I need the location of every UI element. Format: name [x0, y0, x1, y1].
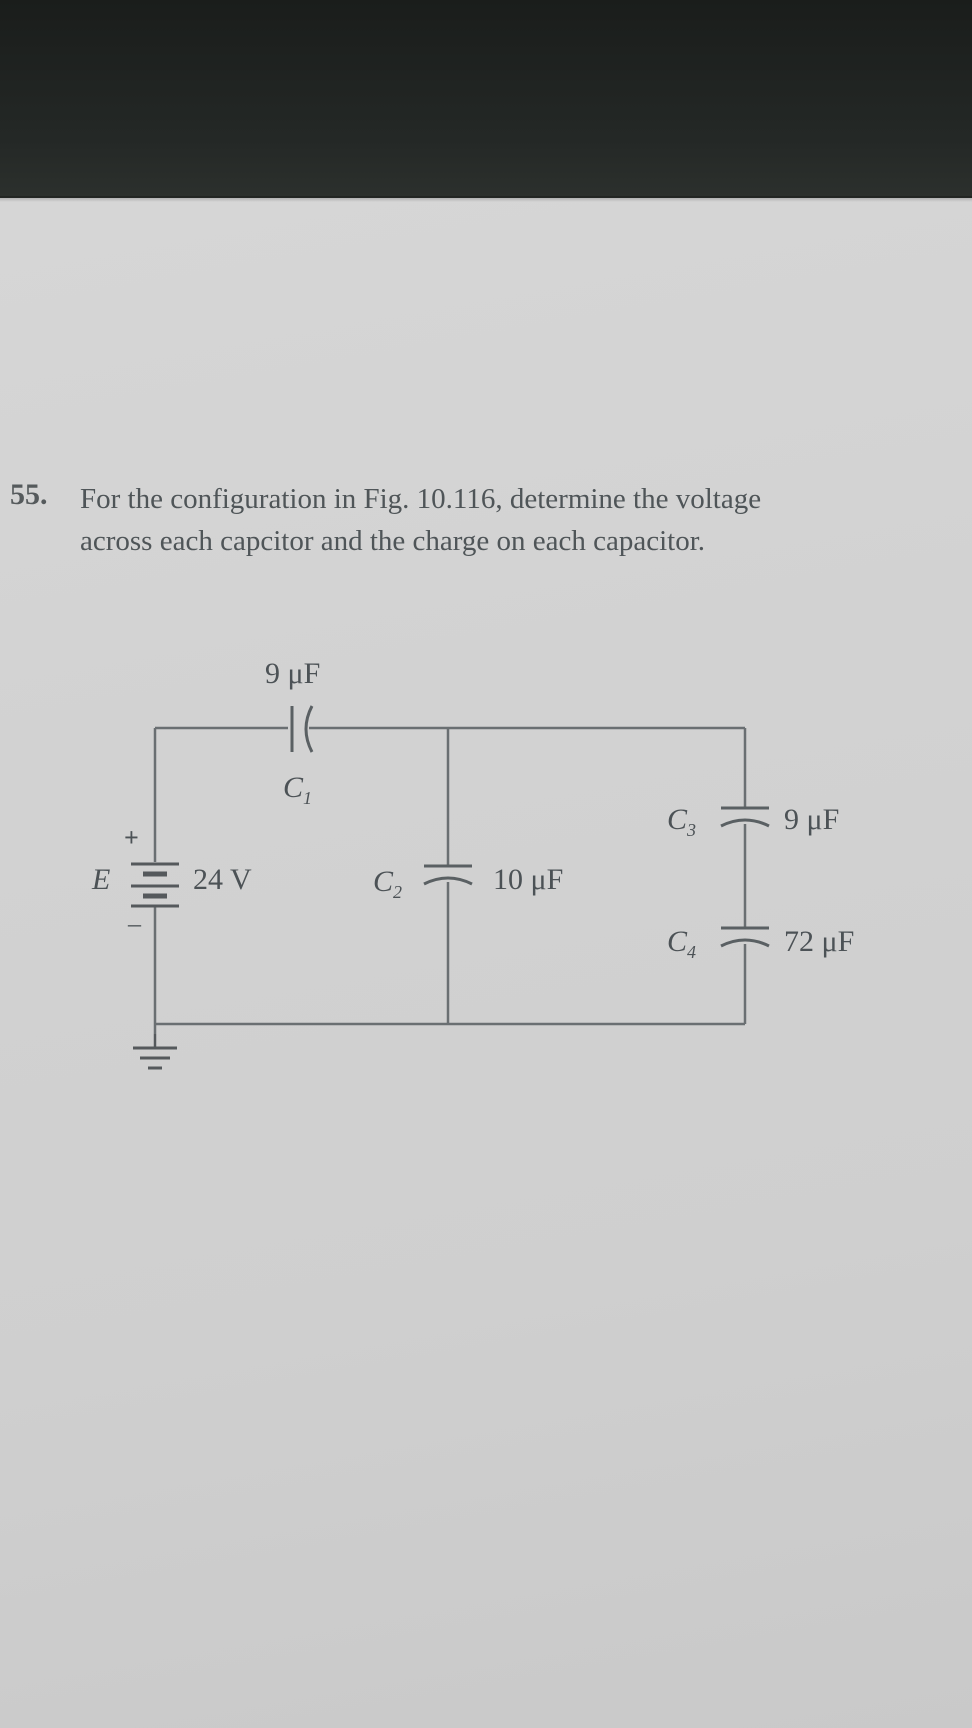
problem-text-line-2: across each capcitor and the charge on e… — [80, 525, 706, 557]
c3-name-label: C3 — [667, 803, 696, 840]
c2-value-label: 10 μF — [493, 863, 563, 896]
battery-symbol — [131, 862, 179, 908]
dark-background — [0, 0, 972, 198]
paper-page — [0, 198, 972, 1728]
source-voltage-label: 24 V — [193, 863, 252, 896]
problem-number: 55. — [10, 478, 48, 511]
battery-minus-sign: – — [127, 909, 142, 938]
c1-value-label: 9 μF — [265, 657, 320, 690]
battery-plus-sign: + — [124, 823, 139, 852]
problem-statement: For the configuration in Fig. 10.116, de… — [80, 478, 960, 562]
capacitor-c4-symbol — [720, 926, 770, 948]
page-edge-shadow — [0, 196, 972, 202]
c2-name-label: C2 — [373, 865, 402, 902]
c1-name-label: C1 — [283, 771, 312, 808]
circuit-wires — [153, 726, 747, 1034]
ground-symbol — [133, 1034, 177, 1070]
capacitor-c2-symbol — [423, 864, 473, 886]
c3-value-label: 9 μF — [784, 803, 839, 836]
capacitor-c3-symbol — [720, 806, 770, 828]
capacitor-c1-symbol — [290, 705, 314, 753]
source-name-label: E — [91, 863, 110, 896]
c4-name-label: C4 — [667, 925, 696, 962]
problem-text-line-1: For the configuration in Fig. 10.116, de… — [80, 483, 762, 515]
c4-value-label: 72 μF — [784, 925, 854, 958]
